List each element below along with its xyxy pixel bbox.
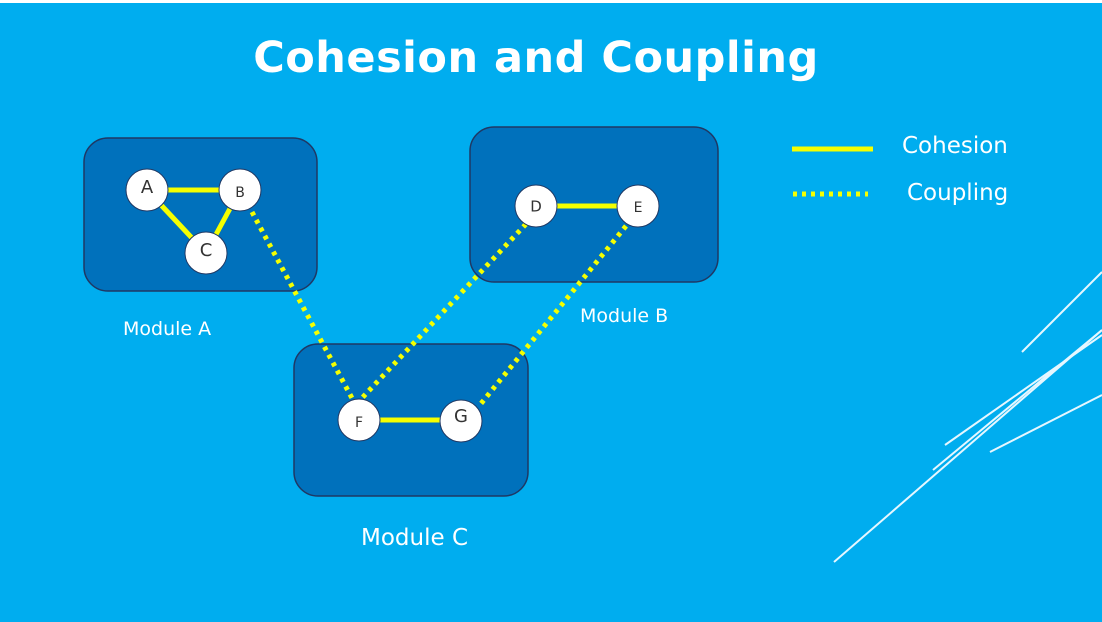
node-E: E [616, 184, 660, 228]
node-label-C: C [200, 240, 213, 261]
node-label-E: E [634, 200, 643, 216]
node-D: D [514, 184, 558, 228]
legend-cohesion-label: Cohesion [902, 133, 1008, 159]
node-label-A: A [141, 177, 154, 198]
module-a-label: Module A [123, 318, 212, 340]
edge-E-G [477, 224, 628, 408]
node-G: G [439, 399, 483, 443]
edge-D-F [360, 222, 528, 400]
module-c-label: Module C [361, 525, 469, 551]
node-B: B [218, 168, 262, 212]
decorative-lines [833, 271, 1102, 563]
node-A: A [125, 168, 169, 212]
module-b-label: Module B [580, 305, 669, 327]
node-label-B: B [235, 185, 245, 201]
coupling-edges [249, 210, 628, 408]
node-label-D: D [530, 198, 542, 216]
node-label-G: G [454, 406, 468, 427]
legend-coupling-label: Coupling [907, 180, 1009, 206]
node-F: F [337, 398, 381, 442]
slide-top-border [0, 0, 1102, 3]
node-label-F: F [355, 415, 363, 431]
slide-title: Cohesion and Coupling [253, 33, 819, 83]
node-C: C [184, 231, 228, 275]
